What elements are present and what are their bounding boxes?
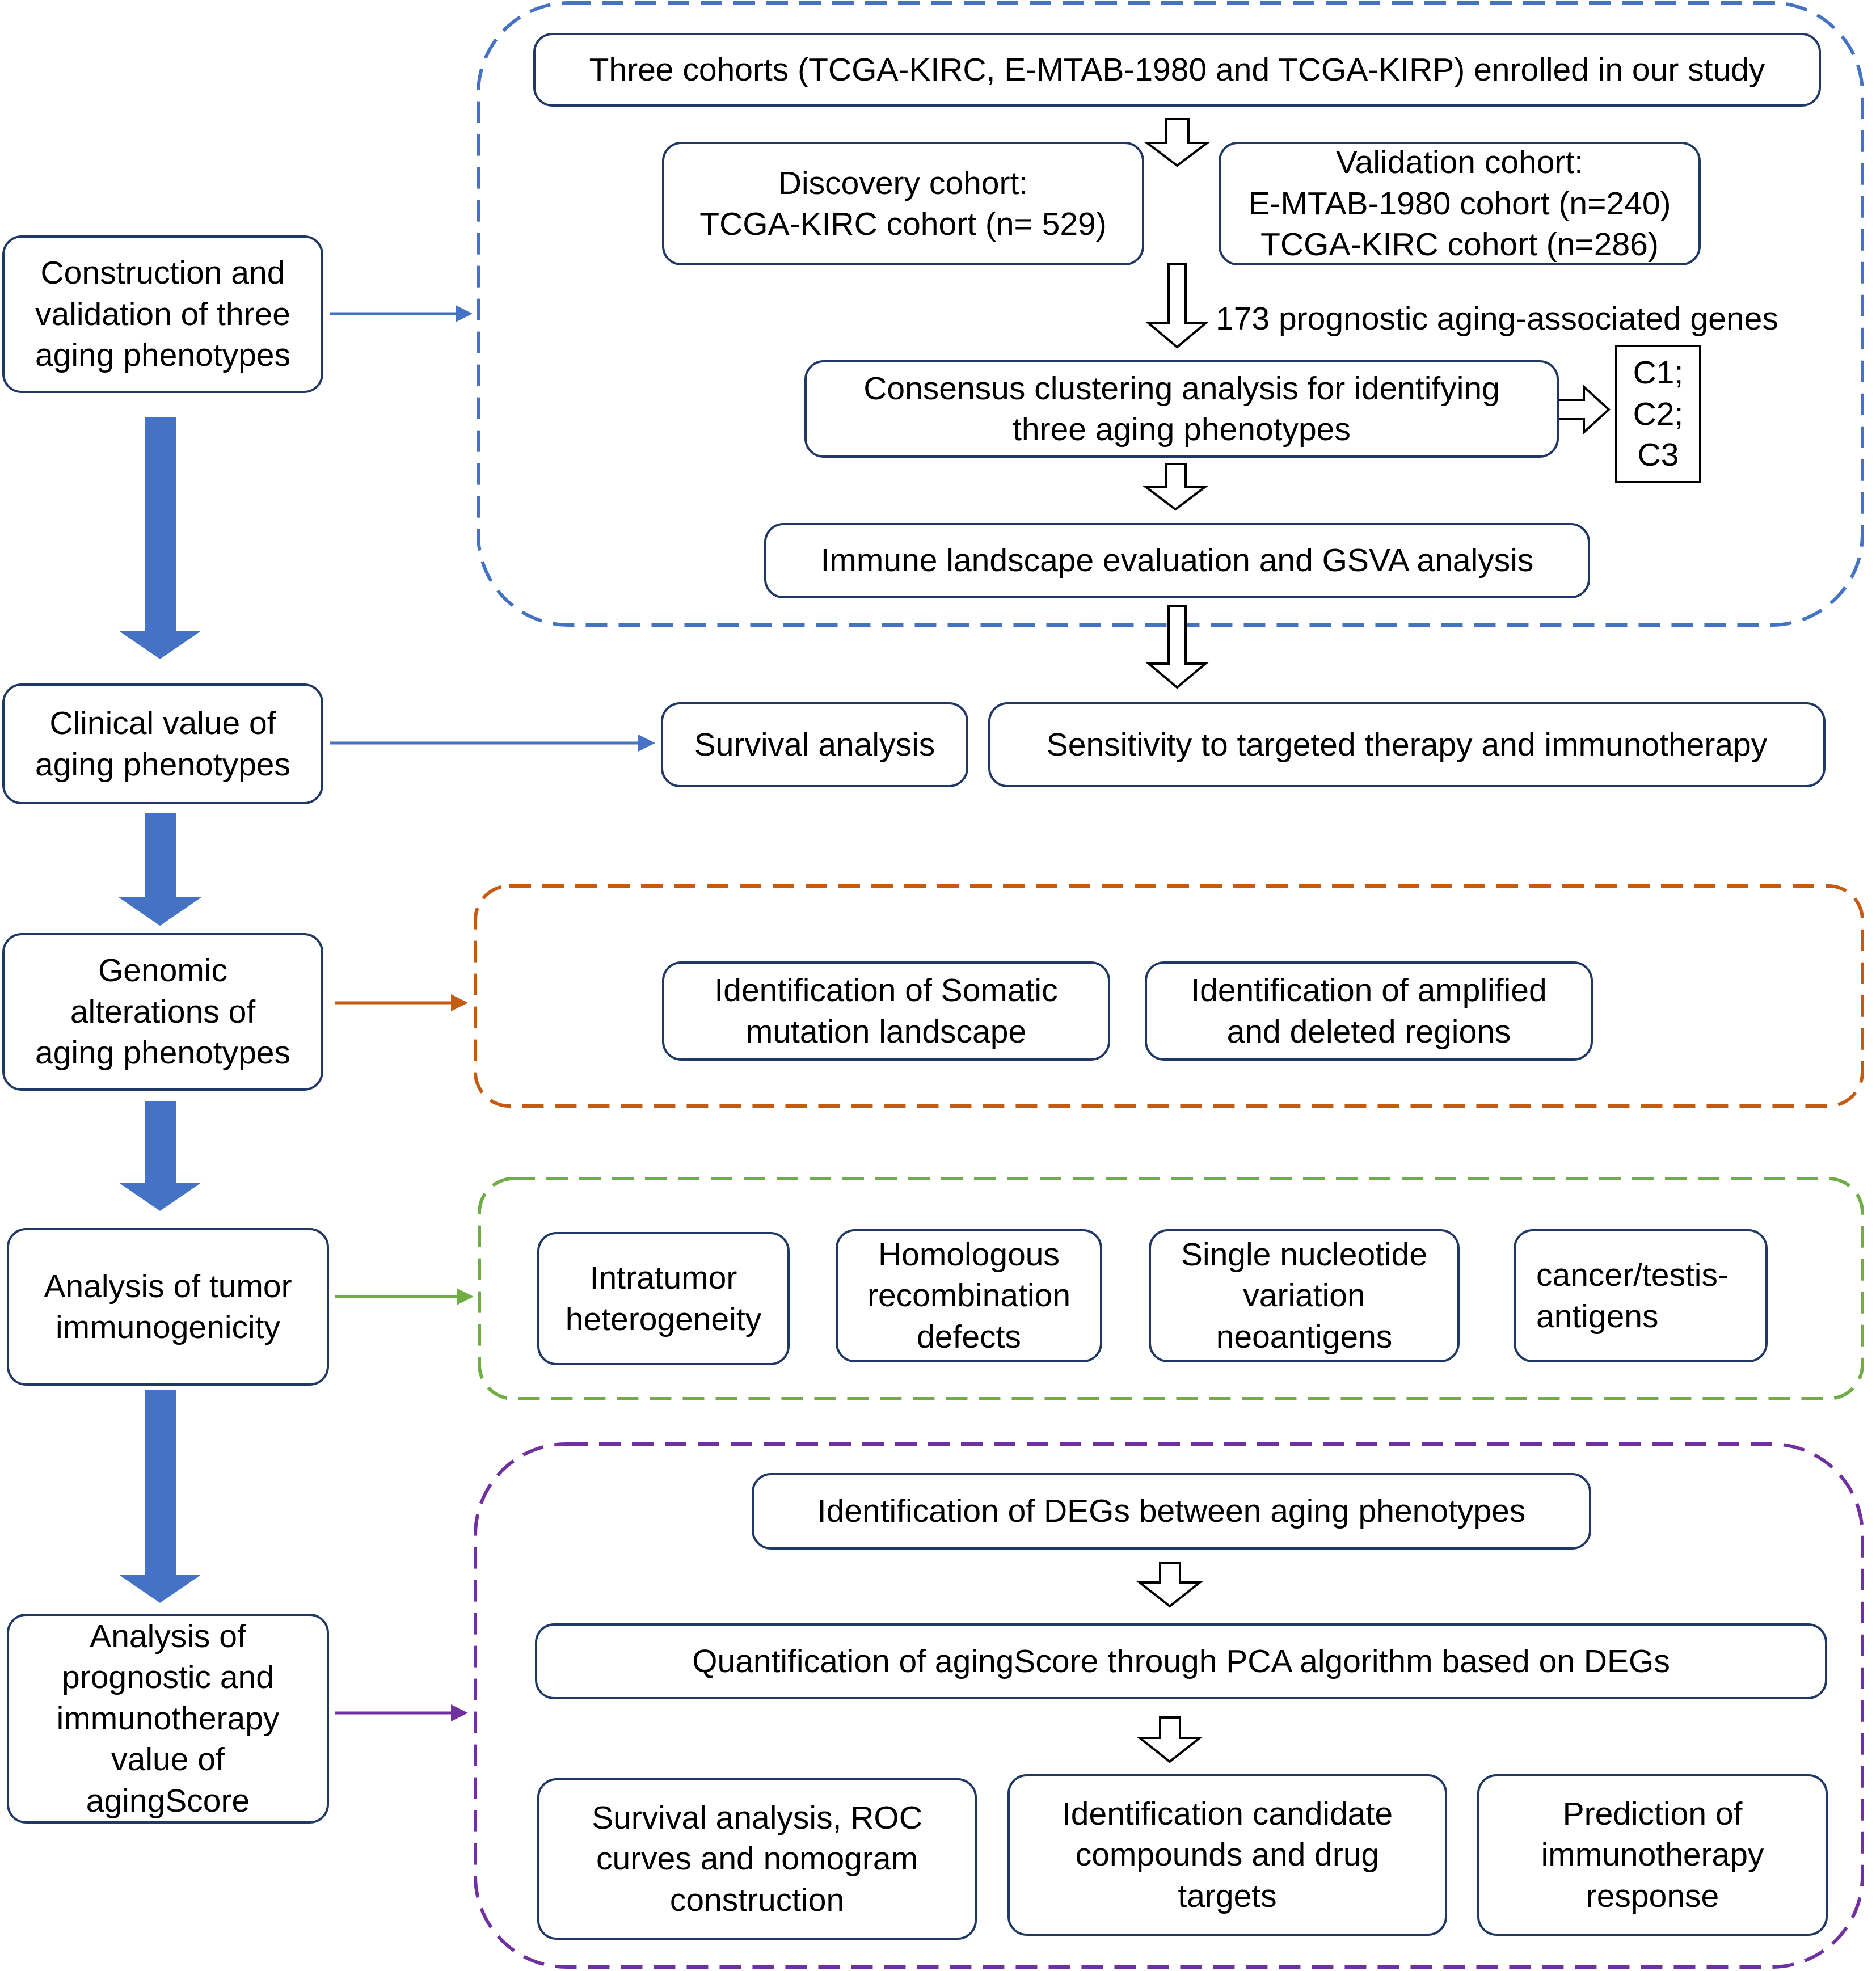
step-immunogenicity: Analysis of tumor immunogenicity	[7, 1228, 329, 1386]
hollow-arrow-quantification	[1136, 1716, 1203, 1763]
box-three-cohorts: Three cohorts (TCGA-KIRC, E-MTAB-1980 an…	[533, 33, 1821, 107]
hollow-arrow-clinical	[1145, 605, 1209, 689]
box-discovery-cohort: Discovery cohort: TCGA-KIRC cohort (n= 5…	[662, 142, 1144, 265]
hollow-arrow-degs	[1136, 1562, 1203, 1608]
flow-arrow-4	[119, 1390, 201, 1603]
box-quantification-agingscore: Quantification of agingScore through PCA…	[535, 1623, 1827, 1699]
box-snv-neoantigens: Single nucleotide variation neoantigens	[1149, 1229, 1460, 1362]
box-consensus-clustering: Consensus clustering analysis for identi…	[804, 360, 1559, 458]
step-genomic: Genomic alterations of aging phenotypes	[2, 933, 323, 1091]
group-construction-frame	[477, 1, 1864, 627]
box-validation-cohort: Validation cohort: E-MTAB-1980 cohort (n…	[1219, 142, 1701, 265]
box-sensitivity-therapy: Sensitivity to targeted therapy and immu…	[988, 702, 1826, 787]
box-somatic-mutation: Identification of Somatic mutation lands…	[662, 961, 1110, 1061]
step-agingscore: Analysis of prognostic and immunotherapy…	[7, 1614, 329, 1824]
box-immune-landscape: Immune landscape evaluation and GSVA ana…	[764, 523, 1590, 598]
group-agingscore-frame	[474, 1442, 1864, 1969]
step-clinical: Clinical value of aging phenotypes	[2, 683, 323, 804]
box-identification-degs: Identification of DEGs between aging phe…	[752, 1473, 1591, 1550]
flow-arrow-1	[119, 417, 201, 659]
hollow-arrow-clusters	[1557, 384, 1611, 435]
step-construction: Construction and validation of three agi…	[2, 235, 323, 393]
flow-arrow-2	[119, 813, 201, 926]
flow-arrow-3	[119, 1101, 201, 1211]
box-survival-analysis: Survival analysis	[661, 702, 968, 787]
hollow-arrow-cohorts	[1144, 118, 1211, 167]
box-candidate-compounds: Identification candidate compounds and d…	[1007, 1774, 1447, 1936]
hollow-arrow-immune	[1142, 463, 1209, 511]
box-survival-roc-nomogram: Survival analysis, ROC curves and nomogr…	[537, 1778, 977, 1940]
genes-count-label: 173 prognostic aging-associated genes	[1216, 301, 1778, 337]
group-genomic-frame	[474, 884, 1864, 1108]
box-homologous-recombination: Homologous recombination defects	[836, 1229, 1102, 1362]
box-intratumor-heterogeneity: Intratumor heterogeneity	[537, 1232, 790, 1365]
box-clusters: C1; C2; C3	[1615, 345, 1701, 483]
hollow-arrow-genes	[1145, 263, 1209, 349]
box-cancer-testis-antigens: cancer/testis- antigens	[1514, 1229, 1768, 1362]
box-immunotherapy-response: Prediction of immunotherapy response	[1477, 1774, 1828, 1936]
box-amplified-deleted: Identification of amplified and deleted …	[1145, 961, 1593, 1061]
